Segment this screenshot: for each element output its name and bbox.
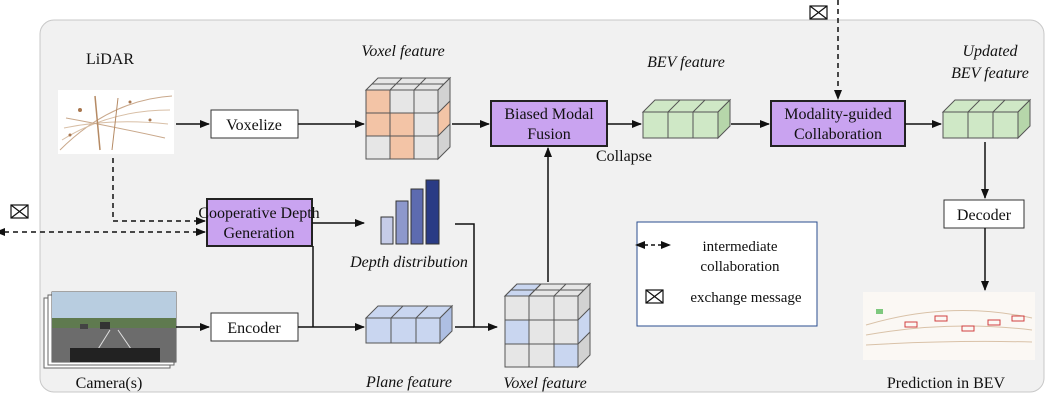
collab-label-1: Modality-guided	[784, 106, 892, 123]
fusion-label-2: Fusion	[527, 126, 571, 143]
updated-bev-feature-slab	[941, 98, 1032, 140]
voxelize-box	[210, 109, 299, 139]
camera-label: Camera(s)	[76, 375, 143, 392]
depth-gen-label-1: Cooperative Depth	[198, 205, 319, 222]
cooperative-depth-generation-box	[206, 198, 313, 247]
prediction-label: Prediction in BEV	[887, 375, 1006, 392]
collab-label-2: Collaboration	[794, 126, 882, 143]
depth-bar-3	[410, 188, 424, 245]
legend-box	[636, 221, 818, 327]
plane-feature-label: Plane feature	[365, 374, 452, 391]
decoder-box	[943, 199, 1025, 229]
bev-feature-slab	[641, 98, 732, 140]
voxel-feature-bottom-cube	[503, 282, 592, 369]
depth-bar-2	[395, 200, 409, 245]
biased-modal-fusion-box	[490, 100, 608, 147]
depth-distribution-bars	[380, 179, 440, 245]
updated-bev-label-2: BEV feature	[951, 65, 1029, 82]
depth-bar-1	[380, 216, 394, 245]
voxelize-label: Voxelize	[226, 117, 282, 134]
decoder-label: Decoder	[957, 207, 1012, 224]
camera-image	[43, 291, 177, 369]
depth-gen-label-2: Generation	[223, 225, 294, 242]
bev-feature-label: BEV feature	[647, 54, 725, 71]
collapse-label: Collapse	[596, 148, 652, 165]
lidar-image	[58, 90, 174, 154]
depth-bar-4	[425, 179, 440, 245]
legend-dashed-label-2: collaboration	[700, 259, 780, 275]
updated-bev-label-1: Updated	[962, 43, 1018, 60]
legend-envelope-icon	[645, 289, 664, 304]
prediction-bev-image	[863, 292, 1035, 360]
voxel-feature-bottom-label: Voxel feature	[503, 375, 586, 392]
plane-feature-slab	[364, 304, 454, 345]
connectors	[0, 0, 989, 331]
lidar-label: LiDAR	[86, 51, 134, 68]
encoder-label: Encoder	[227, 320, 281, 337]
legend-message-label: exchange message	[690, 290, 802, 306]
depth-distribution-label: Depth distribution	[349, 254, 468, 271]
envelope-icon-left	[10, 204, 29, 219]
envelope-icon-top	[809, 5, 828, 20]
voxel-feature-top-label: Voxel feature	[361, 43, 444, 60]
voxel-feature-top-cube	[364, 76, 452, 161]
legend-dashed-label-1: intermediate	[703, 239, 778, 255]
fusion-label-1: Biased Modal	[504, 106, 594, 123]
encoder-box	[210, 312, 299, 342]
